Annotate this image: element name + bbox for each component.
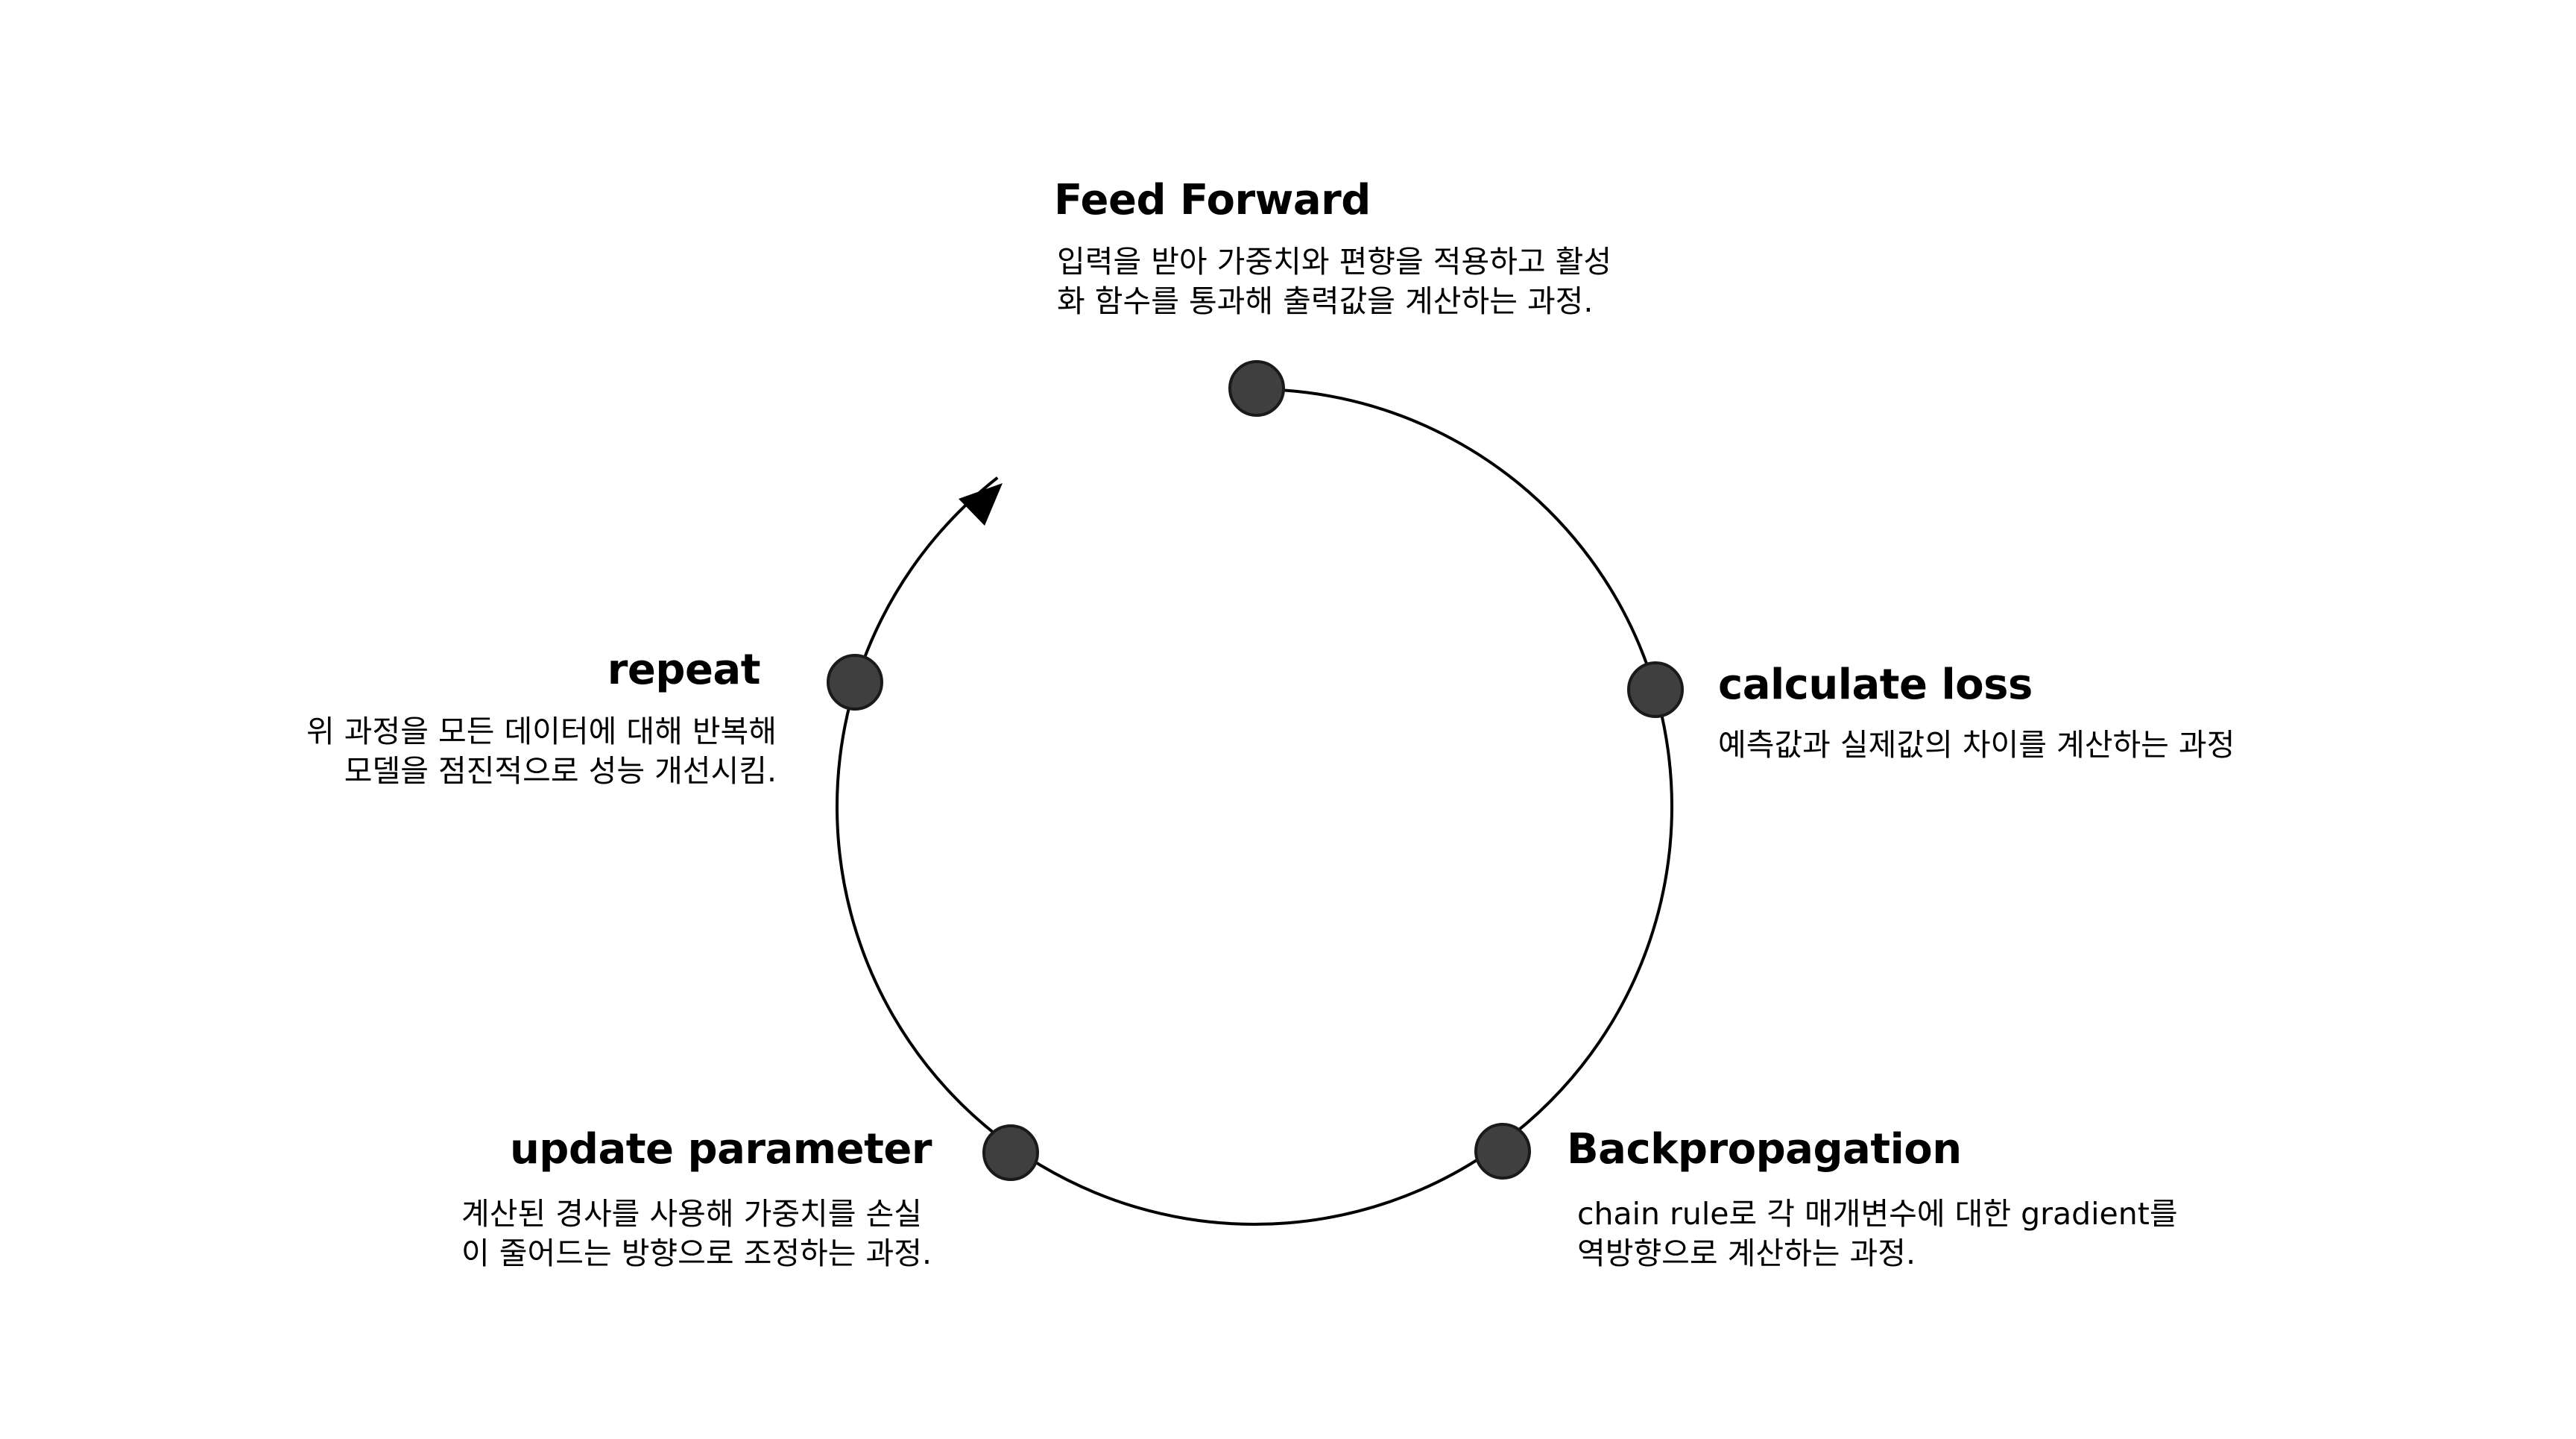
step-update-parameter: update parameter 계산된 경사를 사용해 가중치를 손실 이 줄…: [461, 1124, 932, 1273]
step-description-line: 이 줄어드는 방향으로 조정하는 과정.: [461, 1235, 932, 1271]
step-description-line: 예측값과 실제값의 차이를 계산하는 과정: [1718, 727, 2235, 763]
step-title: repeat: [607, 646, 761, 694]
step-description-line: 역방향으로 계산하는 과정.: [1577, 1235, 1916, 1271]
step-description: chain rule로 각 매개변수에 대한 gradient를 역방향으로 계…: [1577, 1194, 2178, 1273]
step-description: 계산된 경사를 사용해 가중치를 손실 이 줄어드는 방향으로 조정하는 과정.: [461, 1194, 932, 1273]
step-description: 위 과정을 모든 데이터에 대해 반복해 모델을 점진적으로 성능 개선시킴.: [306, 712, 777, 791]
node-feed-forward[interactable]: [1228, 360, 1285, 417]
step-description-line: chain rule로 각 매개변수에 대한 gradient를: [1577, 1196, 2178, 1232]
node-group: [827, 360, 1684, 1181]
step-description-line: 화 함수를 통과해 출력값을 계산하는 과정.: [1057, 283, 1594, 319]
step-backpropagation: Backpropagation chain rule로 각 매개변수에 대한 g…: [1567, 1124, 2178, 1273]
arrowhead-icon: [959, 483, 1003, 526]
step-title: update parameter: [509, 1125, 932, 1174]
step-feed-forward: Feed Forward 입력을 받아 가중치와 편향을 적용하고 활성 화 함…: [1054, 175, 1611, 321]
step-description-line: 위 과정을 모든 데이터에 대해 반복해: [306, 714, 777, 749]
step-title: Backpropagation: [1567, 1125, 1962, 1174]
step-title: calculate loss: [1718, 661, 2033, 709]
step-calculate-loss: calculate loss 예측값과 실제값의 차이를 계산하는 과정: [1718, 660, 2235, 765]
step-repeat: repeat 위 과정을 모든 데이터에 대해 반복해 모델을 점진적으로 성능…: [306, 645, 777, 791]
node-repeat[interactable]: [827, 654, 883, 711]
step-description-line: 계산된 경사를 사용해 가중치를 손실: [461, 1196, 922, 1232]
step-description: 입력을 받아 가중치와 편향을 적용하고 활성 화 함수를 통과해 출력값을 계…: [1057, 242, 1611, 321]
step-description-line: 모델을 점진적으로 성능 개선시킴.: [344, 753, 777, 789]
step-description-line: 입력을 받아 가중치와 편향을 적용하고 활성: [1057, 244, 1612, 280]
step-title: Feed Forward: [1054, 176, 1371, 224]
step-description: 예측값과 실제값의 차이를 계산하는 과정: [1718, 725, 2235, 765]
node-update-parameter[interactable]: [982, 1124, 1039, 1181]
node-calculate-loss[interactable]: [1627, 661, 1684, 718]
node-backpropagation[interactable]: [1474, 1123, 1531, 1180]
cycle-arc: [836, 388, 1673, 1226]
